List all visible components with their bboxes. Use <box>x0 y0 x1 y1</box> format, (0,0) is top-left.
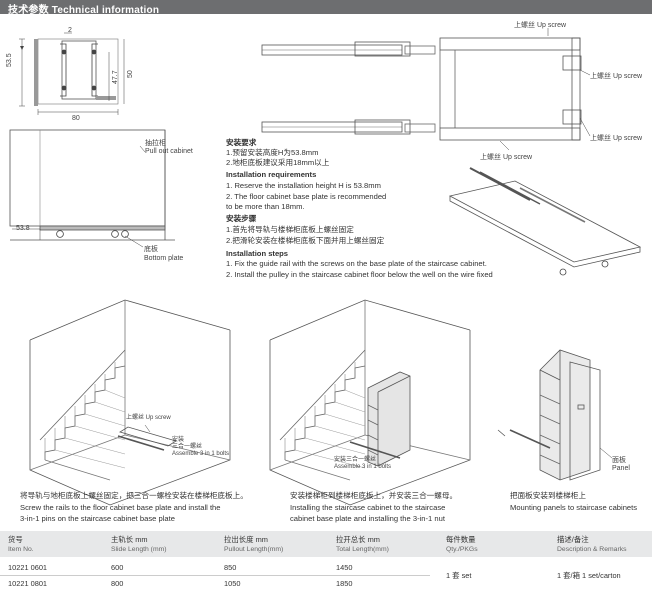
label-upscrew-1: 上螺丝 Up screw <box>514 22 567 29</box>
caption-2-cn: 安装楼梯柜到楼梯柜底板上，并安装三合一螺母。 <box>290 491 458 500</box>
label-upscrew-3: 上螺丝 Up screw <box>590 135 643 142</box>
dim-80: 80 <box>72 115 80 122</box>
rail-cross-section <box>19 32 125 115</box>
row2-item: 10221 0801 <box>8 579 48 588</box>
spec-table: 货号 Item No. 主轨长 mm Slide Length (mm) 拉出长… <box>0 531 652 598</box>
row2-total: 1850 <box>336 579 353 588</box>
th-total-en: Total Length(mm) <box>336 546 389 553</box>
th-pullout-cn: 拉出长度 mm <box>224 535 268 544</box>
dim-50: 50 <box>127 70 134 78</box>
th-remark-en: Description & Remarks <box>557 546 627 553</box>
req-en-2b: to be more than 18mm. <box>226 202 305 211</box>
req-en-2a: 2. The floor cabinet base plate is recom… <box>226 192 387 201</box>
rail-top-view-upper <box>261 28 591 151</box>
label-bottom-cn: 底板 <box>144 246 158 253</box>
caption-1-cn: 将导轨与地柜底板上螺丝固定，把三合一螺栓安装在楼梯柜底板上。 <box>20 491 248 500</box>
scene1-upscrew: 上螺丝 Up screw <box>126 415 171 421</box>
req-cn-title: 安装要求 <box>226 138 257 147</box>
remark-value: 1 套/箱 1 set/carton <box>557 571 621 580</box>
qty-value: 1 套 set <box>446 571 472 580</box>
label-upscrew-2: 上螺丝 Up screw <box>590 73 643 80</box>
dim-53-8: 53.8 <box>16 225 30 232</box>
caption-3-cn: 把面板安装到楼梯柜上 <box>510 491 586 500</box>
th-qty-cn: 每件数量 <box>446 535 476 544</box>
req-cn-1: 1.预留安装高度H为53.8mm <box>226 148 319 157</box>
row1-item: 10221 0601 <box>8 563 48 572</box>
caption-3-en: Mounting panels to staircase cabinets <box>510 503 638 512</box>
th-slide-cn: 主轨长 mm <box>111 535 148 544</box>
caption-2-en-1: Installing the staircase cabinet to the … <box>290 503 446 512</box>
row-divider <box>0 575 430 576</box>
label-pullout-en: Pull out cabinet <box>145 148 193 155</box>
dim-2: 2 <box>68 27 72 34</box>
label-upscrew-4: 上螺丝 Up screw <box>480 154 533 161</box>
th-item-cn: 货号 <box>8 535 23 544</box>
steps-cn-title: 安装步骤 <box>226 214 257 223</box>
steps-en-1: 1. Fix the guide rail with the screws on… <box>226 259 487 268</box>
th-slide-en: Slide Length (mm) <box>111 546 167 553</box>
staircase-scene-1 <box>29 299 231 506</box>
th-remark-cn: 描述/备注 <box>557 535 589 544</box>
caption-1-en-1: Screw the rails to the floor cabinet bas… <box>20 503 221 512</box>
cabinet-front-view <box>9 129 175 248</box>
row2-pullout: 1050 <box>224 579 241 588</box>
steps-en-2: 2. Install the pulley in the staircase c… <box>226 270 493 279</box>
rail-top-view-lower <box>261 119 436 135</box>
isometric-rail-plate <box>448 167 642 276</box>
steps-cn-1: 1.首先将导轨与楼梯柜底板上螺丝固定 <box>226 225 354 234</box>
staircase-cabinet-panel <box>497 349 613 481</box>
row1-slide: 600 <box>111 563 124 572</box>
section-title: 技术参数 Technical information <box>8 5 160 16</box>
dim-53-5: 53.5 <box>6 53 13 67</box>
th-qty-en: Qty./PKGs <box>446 546 478 553</box>
scene2-three-cn: 安装三合一螺丝 <box>334 457 377 463</box>
row1-total: 1450 <box>336 563 353 572</box>
req-cn-2: 2.地柜底板建议采用18mm以上 <box>226 158 330 167</box>
req-en-1: 1. Reserve the installation height H is … <box>226 181 381 190</box>
scene2-three-en: Assemble 3 in 1 bolts <box>334 464 392 470</box>
caption-1-en-2: 3-in-1 pins on the staircase cabinet bas… <box>20 514 175 523</box>
steps-en-title: Installation steps <box>226 249 289 258</box>
table-header-row <box>0 531 652 557</box>
label-bottom-en: Bottom plate <box>144 255 184 262</box>
scene1-three-en: Assemble 3 in 1 bolts <box>172 451 230 457</box>
steps-cn-2: 2.把滑轮安装在楼梯柜底板下面并用上螺丝固定 <box>226 236 385 245</box>
label-panel-cn: 面板 <box>612 457 626 464</box>
scene1-install-cn: 安装 <box>172 437 185 443</box>
label-pullout-cn: 抽拉柜 <box>145 140 166 147</box>
row2-slide: 800 <box>111 579 124 588</box>
row1-pullout: 850 <box>224 563 237 572</box>
label-panel-en: Panel <box>612 465 630 472</box>
th-item-en: Item No. <box>8 546 34 553</box>
section-header: 技术参数 Technical information <box>0 0 652 16</box>
th-total-cn: 拉开总长 mm <box>336 535 380 544</box>
staircase-scene-2 <box>269 299 471 506</box>
dim-47-7: 47.7 <box>112 70 119 84</box>
th-pullout-en: Pullout Length(mm) <box>224 546 284 553</box>
req-en-title: Installation requirements <box>226 170 317 179</box>
caption-2-en-2: cabinet base plate and installing the 3-… <box>290 514 445 523</box>
scene1-three-cn: 三合一螺丝 <box>172 444 203 450</box>
